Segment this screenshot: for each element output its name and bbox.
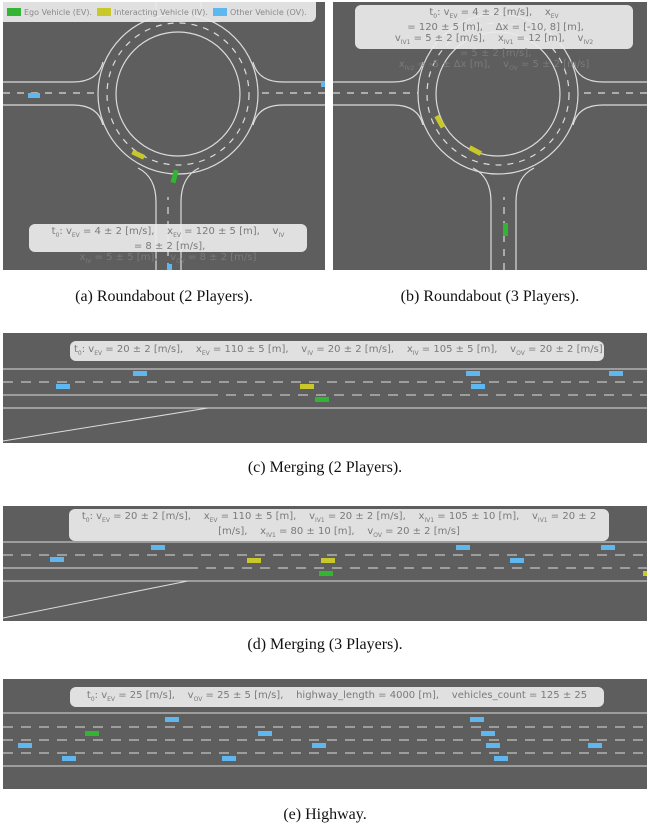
other-vehicle — [165, 717, 179, 722]
vehicle-legend: Ego Vehicle (EV). Interacting Vehicle (I… — [3, 2, 316, 22]
panel-roundabout-3-players: t0: vEV = 4 ± 2 [m/s], xEV = 120 ± 5 [m]… — [333, 2, 647, 270]
ego-vehicle — [315, 397, 329, 402]
scenario-info-box: t0: vEV = 20 ± 2 [m/s], xEV = 110 ± 5 [m… — [69, 509, 609, 541]
roundabout-inner-ring — [115, 31, 241, 157]
road-south-edge-right — [180, 167, 200, 270]
scenario-info-box: t0: vEV = 4 ± 2 [m/s], xEV = 120 ± 5 [m]… — [355, 5, 633, 72]
highway-scene — [3, 712, 647, 767]
other-vehicle — [466, 371, 480, 376]
roundabout-outer-ring — [97, 13, 259, 175]
panel-merging-3-players: t0: vEV = 20 ± 2 [m/s], xEV = 110 ± 5 [m… — [3, 506, 647, 621]
interacting-vehicle-2 — [321, 558, 335, 563]
caption-d: (d) Merging (3 Players). — [247, 636, 403, 653]
interacting-vehicle — [131, 149, 146, 160]
ego-vehicle — [85, 731, 99, 736]
ego-vehicle — [503, 223, 508, 236]
other-vehicle — [481, 731, 495, 736]
other-vehicle — [321, 82, 325, 87]
legend-ego: Ego Vehicle (EV). — [7, 8, 92, 17]
caption-b: (b) Roundabout (3 Players). — [400, 288, 580, 305]
road-west-edge-bottom — [3, 104, 104, 126]
road-east-edge-bottom — [252, 104, 325, 126]
other-vehicle — [222, 756, 236, 761]
road-west-edge-bottom — [333, 104, 424, 126]
other-vehicle — [18, 743, 32, 748]
other-vehicle — [510, 558, 524, 563]
legend-interacting-label: Interacting Vehicle (IV). — [114, 7, 208, 17]
other-vehicle — [588, 743, 602, 748]
caption-e: (e) Highway. — [283, 806, 367, 823]
road-west-edge-top — [3, 61, 104, 83]
road-south-edge-left — [137, 167, 157, 270]
legend-ego-label: Ego Vehicle (EV). — [24, 7, 93, 17]
road-south-edge-left — [472, 167, 492, 270]
interacting-vehicle-2 — [468, 145, 483, 156]
other-vehicle — [494, 756, 508, 761]
ego-vehicle — [170, 169, 179, 184]
other-vehicle — [601, 545, 615, 550]
interacting-vehicle-1 — [247, 558, 261, 563]
other-vehicle — [151, 545, 165, 550]
other-vehicle — [486, 743, 500, 748]
interacting-vehicle-edge — [643, 571, 647, 576]
legend-other-label: Other Vehicle (OV). — [229, 7, 307, 17]
merging-2-scene — [3, 368, 647, 442]
other-vehicle — [471, 384, 485, 389]
on-ramp-edge — [3, 407, 209, 442]
other-vehicle — [258, 731, 272, 736]
on-ramp-edge — [3, 580, 189, 619]
legend-interacting: Interacting Vehicle (IV). — [97, 8, 208, 17]
other-vehicle — [456, 545, 470, 550]
panel-merging-2-players: t0: vEV = 20 ± 2 [m/s], xEV = 110 ± 5 [m… — [3, 333, 647, 443]
ego-vehicle — [319, 571, 333, 576]
scenario-info-box: t0: vEV = 4 ± 2 [m/s], xEV = 120 ± 5 [m]… — [29, 224, 307, 265]
legend-other: Other Vehicle (OV). — [212, 7, 307, 17]
other-vehicle — [470, 717, 484, 722]
other-vehicle — [28, 93, 40, 98]
other-vehicle — [50, 557, 64, 562]
caption-a: (a) Roundabout (2 Players). — [75, 288, 253, 305]
road-south-edge-right — [515, 167, 535, 270]
other-vehicle — [609, 371, 623, 376]
road-east-edge-top — [252, 61, 325, 83]
roundabout-lane-divider — [426, 22, 570, 166]
other-swatch — [212, 8, 227, 16]
other-vehicle — [133, 371, 147, 376]
road-west-edge-top — [333, 61, 424, 83]
other-vehicle — [56, 384, 70, 389]
road-east-edge-top — [572, 61, 647, 83]
interacting-vehicle-1 — [434, 114, 446, 129]
panel-highway: t0: vEV = 25 [m/s], vOV = 25 ± 5 [m/s], … — [3, 679, 647, 789]
caption-c: (c) Merging (2 Players). — [247, 459, 403, 476]
merging-3-scene — [3, 541, 647, 619]
panel-roundabout-2-players: Ego Vehicle (EV). Interacting Vehicle (I… — [3, 2, 325, 270]
other-vehicle — [62, 756, 76, 761]
interacting-vehicle — [300, 384, 314, 389]
scenario-info-box: t0: vEV = 25 [m/s], vOV = 25 ± 5 [m/s], … — [70, 687, 604, 707]
road-east-edge-bottom — [572, 104, 647, 126]
roundabout-lane-divider — [106, 22, 250, 166]
ego-swatch — [7, 8, 21, 16]
other-vehicle — [167, 264, 172, 270]
scenario-info-box: t0: vEV = 20 ± 2 [m/s], xEV = 110 ± 5 [m… — [70, 341, 604, 361]
other-vehicle — [312, 743, 326, 748]
interacting-swatch — [97, 8, 112, 16]
